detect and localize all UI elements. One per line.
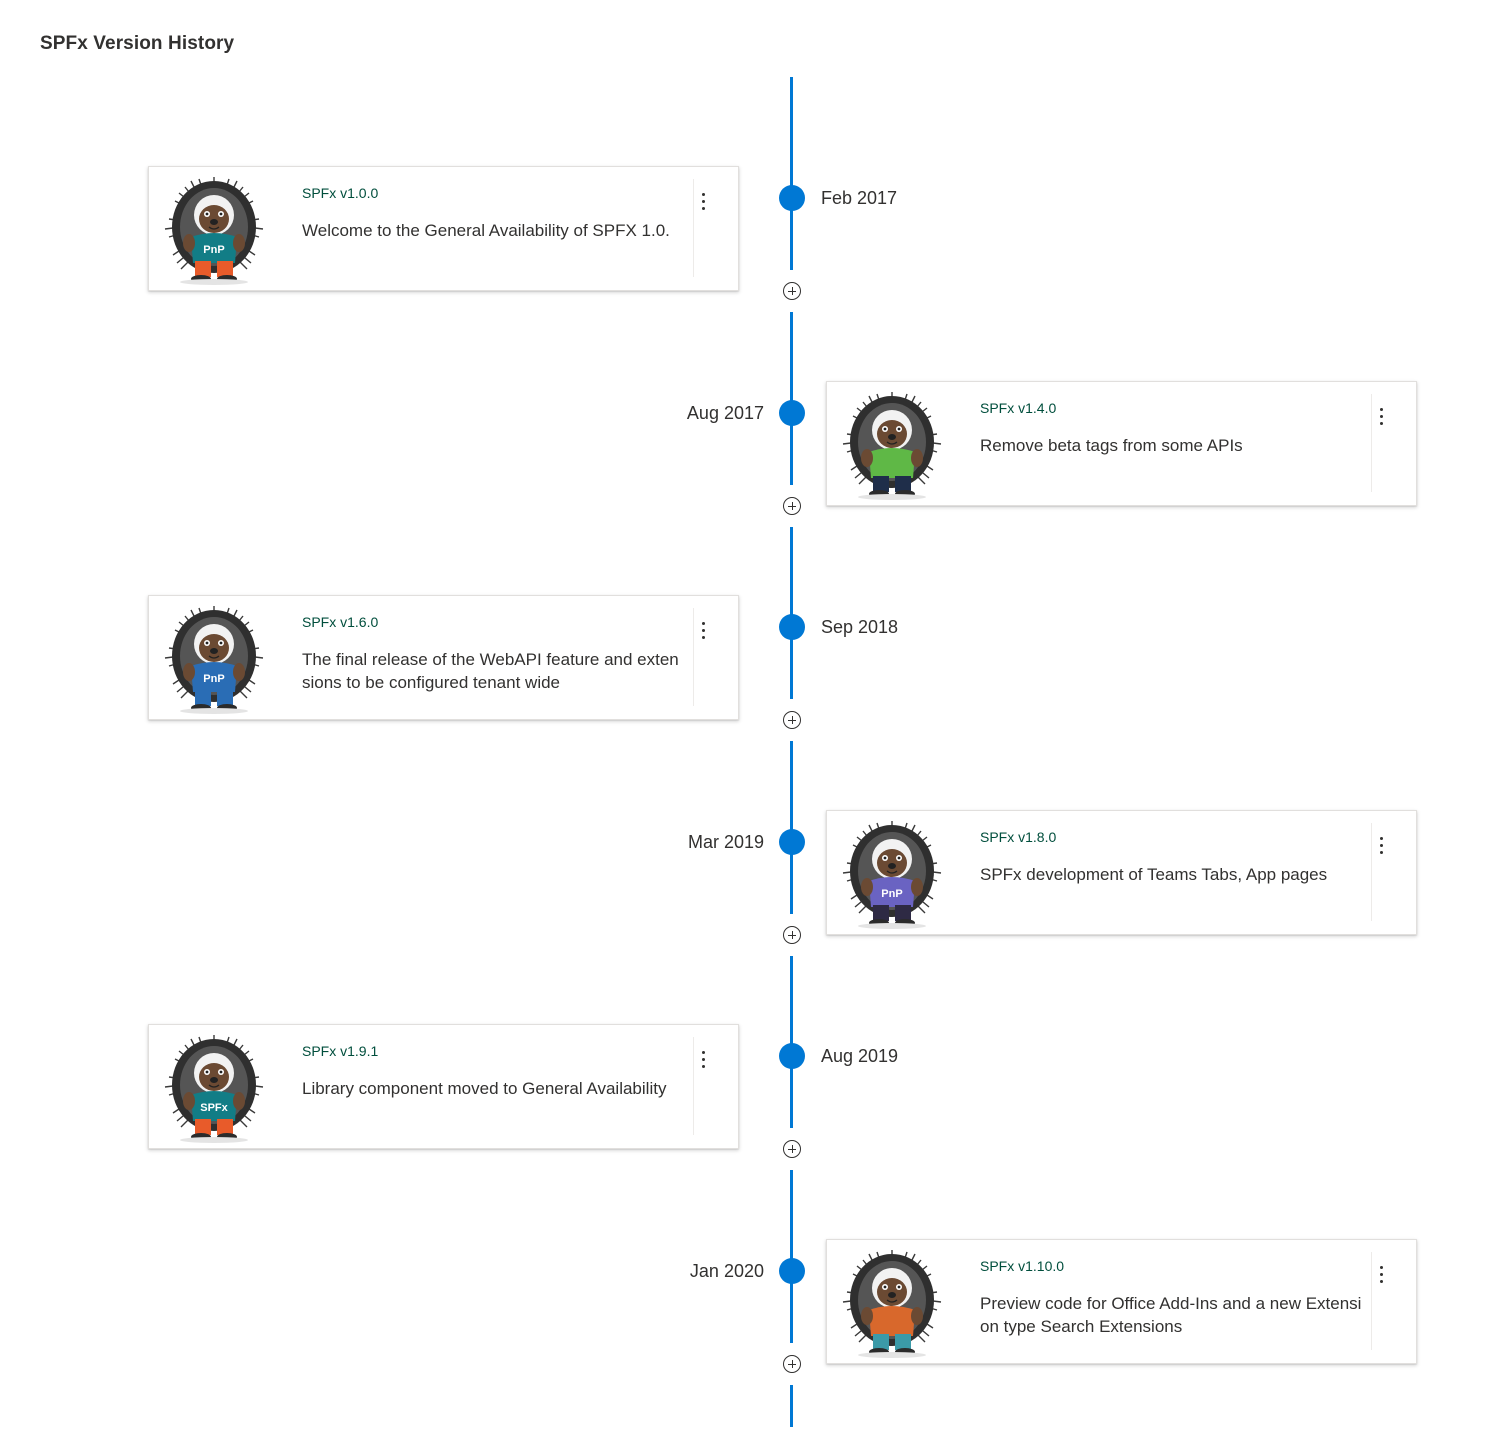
more-dot xyxy=(702,200,705,203)
add-event-button[interactable] xyxy=(783,1140,801,1158)
timeline-line xyxy=(790,77,793,1427)
more-dot xyxy=(702,622,705,625)
more-dot xyxy=(1380,844,1383,847)
event-date: Mar 2019 xyxy=(687,832,764,852)
card-divider xyxy=(693,608,694,706)
timeline-dot xyxy=(779,1258,805,1284)
more-dot xyxy=(702,1065,705,1068)
svg-text:SPFx: SPFx xyxy=(200,1102,228,1114)
card-divider xyxy=(1371,823,1372,921)
add-event-button[interactable] xyxy=(783,711,801,729)
more-vertical-icon[interactable] xyxy=(1372,402,1392,432)
more-dot xyxy=(702,207,705,210)
more-dot xyxy=(1380,408,1383,411)
card-divider xyxy=(1371,394,1372,492)
mascot-icon xyxy=(842,1250,942,1358)
timeline-dot xyxy=(779,829,805,855)
event-description: Library component moved to General Avail… xyxy=(302,1079,667,1098)
mascot-icon: SPFx xyxy=(164,1035,264,1143)
more-vertical-icon[interactable] xyxy=(694,616,714,646)
event-date: Jan 2020 xyxy=(689,1261,764,1281)
more-dot xyxy=(1380,851,1383,854)
more-dot xyxy=(702,193,705,196)
mascot-icon: PnP xyxy=(164,606,264,714)
more-dot xyxy=(1380,415,1383,418)
more-dot xyxy=(702,629,705,632)
add-event-button[interactable] xyxy=(783,497,801,515)
timeline-dot xyxy=(779,185,805,211)
event-title: SPFx v1.8.0 xyxy=(980,829,1057,845)
more-dot xyxy=(702,1058,705,1061)
more-vertical-icon[interactable] xyxy=(694,1045,714,1075)
more-dot xyxy=(1380,1280,1383,1283)
mascot-icon: PnP xyxy=(164,177,264,285)
event-description: The final release of the WebAPI feature … xyxy=(302,650,679,692)
add-event-button[interactable] xyxy=(783,282,801,300)
event-date: Aug 2019 xyxy=(821,1046,899,1066)
event-title: SPFx v1.10.0 xyxy=(980,1258,1065,1274)
event-description: SPFx development of Teams Tabs, App page… xyxy=(980,865,1328,884)
event-description: Preview code for Office Add-Ins and a ne… xyxy=(980,1294,1362,1336)
event-image: PnP xyxy=(155,171,273,287)
event-description: Welcome to the General Availability of S… xyxy=(302,221,670,240)
event-title: SPFx v1.0.0 xyxy=(302,185,379,201)
timeline-dot xyxy=(779,1043,805,1069)
svg-text:PnP: PnP xyxy=(203,673,224,685)
event-description: Remove beta tags from some APIs xyxy=(980,436,1243,455)
svg-text:PnP: PnP xyxy=(881,888,902,900)
card-divider xyxy=(693,1037,694,1135)
card-divider xyxy=(693,179,694,277)
add-event-button[interactable] xyxy=(783,926,801,944)
event-image: SPFx xyxy=(155,1029,273,1145)
more-dot xyxy=(702,636,705,639)
more-vertical-icon[interactable] xyxy=(1372,831,1392,861)
more-dot xyxy=(1380,1273,1383,1276)
add-event-button[interactable] xyxy=(783,1355,801,1373)
more-vertical-icon[interactable] xyxy=(1372,1260,1392,1290)
mascot-icon: PnP xyxy=(842,821,942,929)
event-image xyxy=(833,1244,951,1360)
card-divider xyxy=(1371,1252,1372,1350)
event-image: PnP xyxy=(155,600,273,716)
event-image: PnP xyxy=(833,815,951,931)
timeline-dot xyxy=(779,614,805,640)
more-dot xyxy=(1380,837,1383,840)
more-dot xyxy=(702,1051,705,1054)
mascot-icon xyxy=(842,392,942,500)
event-title: SPFx v1.6.0 xyxy=(302,614,379,630)
more-dot xyxy=(1380,422,1383,425)
page-title: SPFx Version History xyxy=(40,33,235,54)
more-vertical-icon[interactable] xyxy=(694,187,714,217)
event-title: SPFx v1.4.0 xyxy=(980,400,1057,416)
event-image xyxy=(833,386,951,502)
svg-text:PnP: PnP xyxy=(203,244,224,256)
timeline-dot xyxy=(779,400,805,426)
event-date: Aug 2017 xyxy=(686,403,764,423)
more-dot xyxy=(1380,1266,1383,1269)
event-title: SPFx v1.9.1 xyxy=(302,1043,379,1059)
event-date: Sep 2018 xyxy=(821,617,899,637)
event-date: Feb 2017 xyxy=(821,188,898,208)
